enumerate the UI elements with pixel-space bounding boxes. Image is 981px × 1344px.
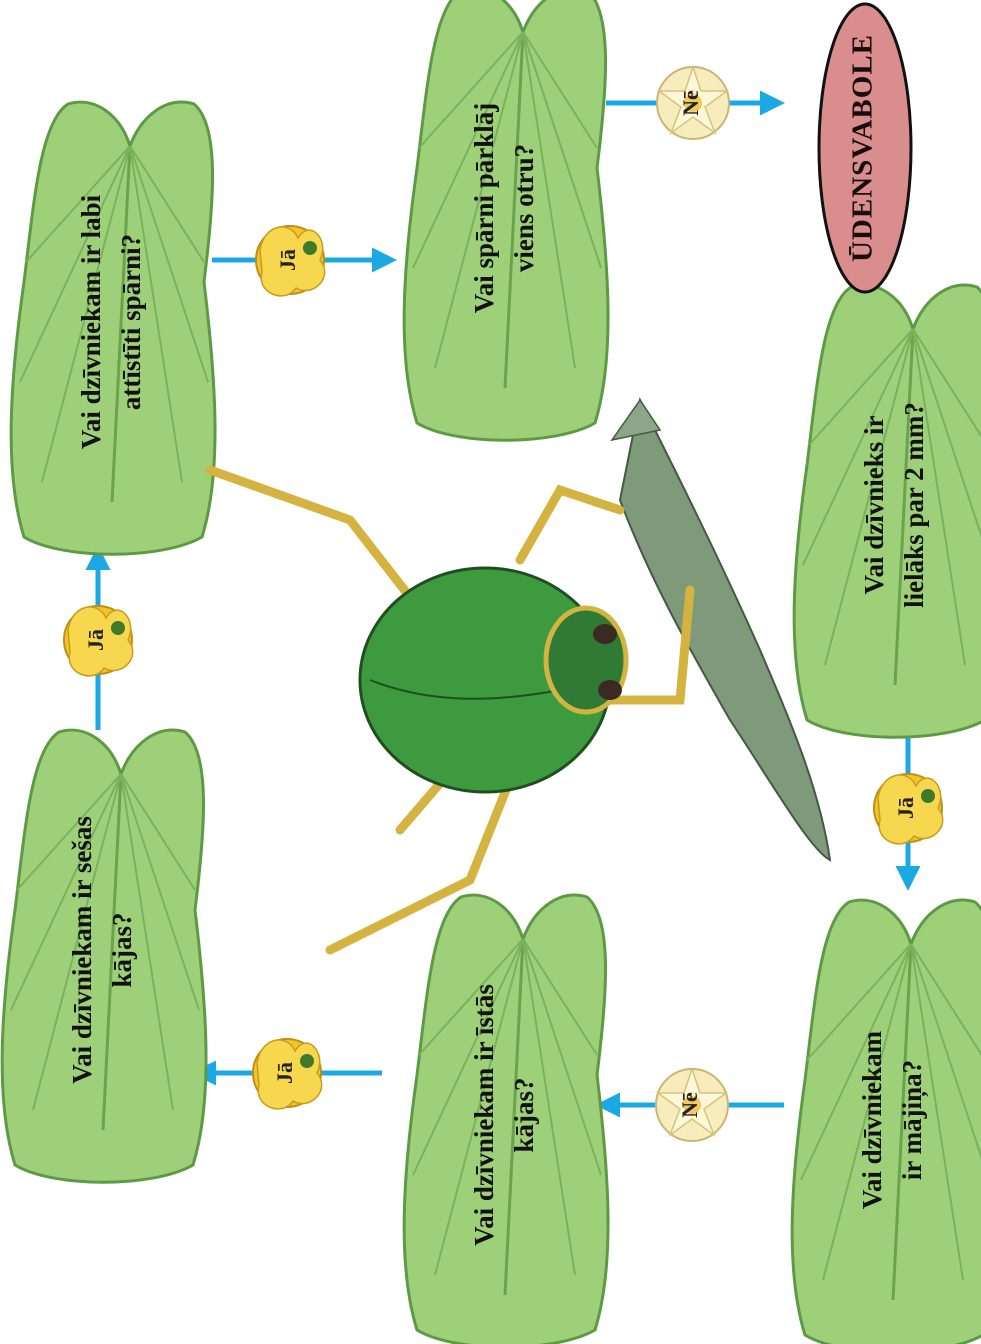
- answer-flower-a1: Jā: [64, 606, 133, 676]
- question-text-q4-line2: lielāks par 2 mm?: [899, 402, 929, 608]
- question-text-q3-line2: viens otru?: [509, 144, 539, 272]
- answer-label-a2: Jā: [275, 249, 300, 271]
- question-leaf-q2: Vai dzīvniekam ir labi attīstīti spārni?: [11, 102, 215, 554]
- answer-flower-a2: Jā: [256, 226, 325, 296]
- question-leaf-q4: Vai dzīvnieks ir lielāks par 2 mm?: [794, 285, 981, 737]
- question-leaf-q3: Vai spārni pārklāj viens otru?: [404, 0, 608, 440]
- answer-label-a4: Jā: [893, 797, 918, 819]
- question-text-q3: Vai spārni pārklāj: [469, 103, 499, 314]
- question-text-q2: Vai dzīvniekam ir labi: [76, 194, 106, 449]
- result-oval: ŪDENSVABOLE: [819, 4, 911, 292]
- answer-label-a3: Nē: [678, 90, 703, 116]
- question-text-q5: Vai dzīvniekam: [857, 1030, 887, 1209]
- answer-flower-a3: Nē: [657, 67, 729, 139]
- answer-label-a1: Jā: [83, 629, 108, 651]
- question-leaf-q1: Vai dzīvniekam ir sešas kājas?: [2, 730, 206, 1182]
- question-text-q1: Vai dzīvniekam ir sešas: [67, 816, 97, 1084]
- question-leaf-q5: Vai dzīvniekam ir mājiņa?: [792, 900, 981, 1344]
- answer-label-a6: Jā: [272, 1062, 297, 1084]
- question-text-q5-line2: ir mājiņa?: [897, 1060, 929, 1180]
- question-text-q6-line2: kājas?: [509, 1077, 539, 1152]
- beetle-body: [360, 568, 626, 792]
- answer-label-a5: Nē: [677, 1092, 702, 1118]
- beetle-illustration: [210, 400, 830, 950]
- answer-flower-a4: Jā: [874, 774, 943, 844]
- question-text-q1-line2: kājas?: [107, 912, 137, 987]
- question-text-q6: Vai dzīvniekam ir īstās: [469, 984, 499, 1246]
- answer-flower-a6: Jā: [253, 1039, 322, 1109]
- question-text-q2-line2: attīstīti spārni?: [116, 234, 146, 410]
- answer-flower-a5: Nē: [656, 1069, 728, 1141]
- question-text-q4: Vai dzīvnieks ir: [859, 415, 889, 594]
- result-label: ŪDENSVABOLE: [847, 34, 879, 262]
- question-leaf-q6: Vai dzīvniekam ir īstās kājas?: [404, 895, 608, 1344]
